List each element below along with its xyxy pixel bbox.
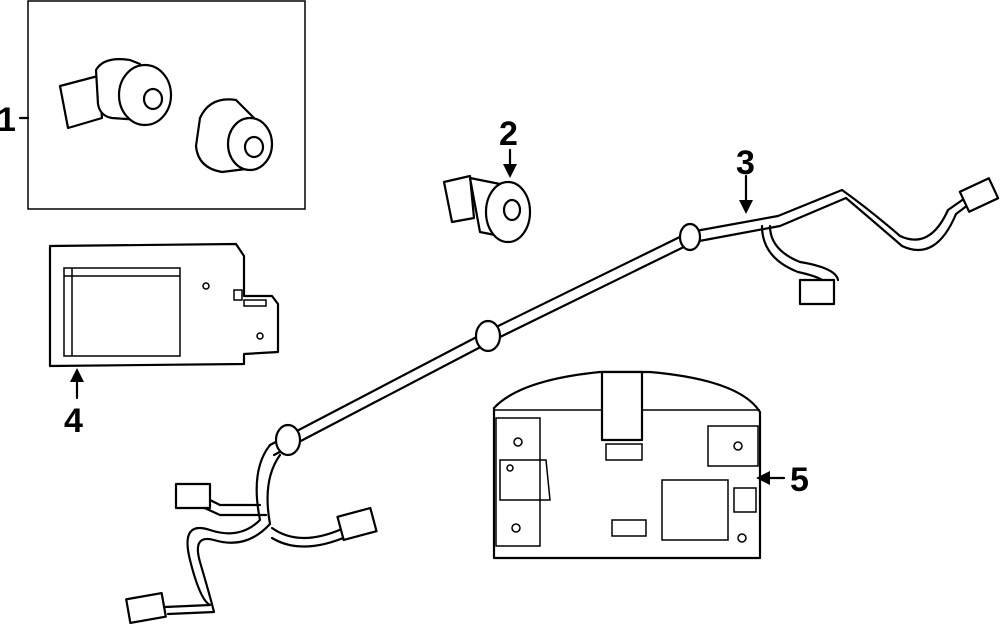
callout-number: 2 [499, 115, 518, 153]
callout-number: 4 [64, 402, 83, 440]
arrow-icon [70, 368, 84, 382]
part-3-wiring-harness[interactable]: 3 [125, 144, 1000, 625]
part-1-frame [27, 0, 306, 210]
part-1-sensor-kit[interactable]: 1 [0, 0, 306, 210]
arrow-icon [739, 200, 753, 214]
control-module-icon [48, 242, 280, 368]
parking-sensor-icon [58, 58, 173, 130]
callout-number: 5 [790, 461, 809, 499]
arrow-icon [756, 471, 770, 485]
retainer-clip-icon [442, 174, 532, 244]
harness-icon [125, 177, 1000, 625]
part-5-bracket[interactable]: 5 [492, 370, 809, 560]
bracket-icon [492, 370, 762, 560]
sensor-retainer-icon [194, 98, 274, 174]
callout-number: 3 [736, 144, 755, 182]
part-2-retainer[interactable]: 2 [442, 115, 532, 244]
part-4-control-module[interactable]: 4 [48, 242, 280, 440]
callout-number: 1 [0, 101, 16, 139]
arrow-icon [503, 164, 517, 178]
